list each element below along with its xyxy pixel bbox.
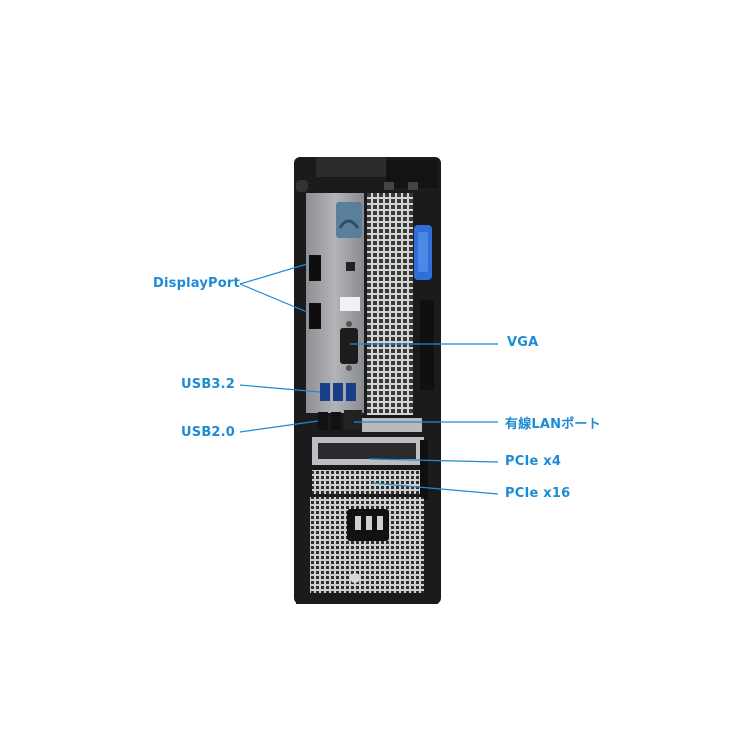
displayport-connectors xyxy=(309,255,360,329)
vga-port xyxy=(340,321,358,371)
label-pcie-x16: PCIe x16 xyxy=(505,486,571,501)
label-vga: VGA xyxy=(507,335,539,350)
callout-line-pcie-x16 xyxy=(371,482,499,495)
rear-vent xyxy=(367,193,413,415)
callout-line-displayport-bottom xyxy=(239,283,308,313)
label-lan: 有線LANポート xyxy=(505,417,601,432)
callout-line-pcie-x4 xyxy=(369,458,499,463)
label-pcie-x4: PCIe x4 xyxy=(505,454,562,469)
label-displayport: DisplayPort xyxy=(153,276,240,291)
label-usb20: USB2.0 xyxy=(181,425,236,440)
power-supply xyxy=(296,497,438,604)
pcie-slots xyxy=(312,437,428,500)
label-usb32: USB3.2 xyxy=(181,377,236,392)
callout-lines xyxy=(239,263,499,495)
callout-line-displayport-top xyxy=(239,263,308,285)
callout-line-usb32 xyxy=(239,384,321,393)
side-latch xyxy=(414,225,434,390)
callout-line-usb20 xyxy=(239,420,319,433)
usb32-ports xyxy=(320,383,356,401)
